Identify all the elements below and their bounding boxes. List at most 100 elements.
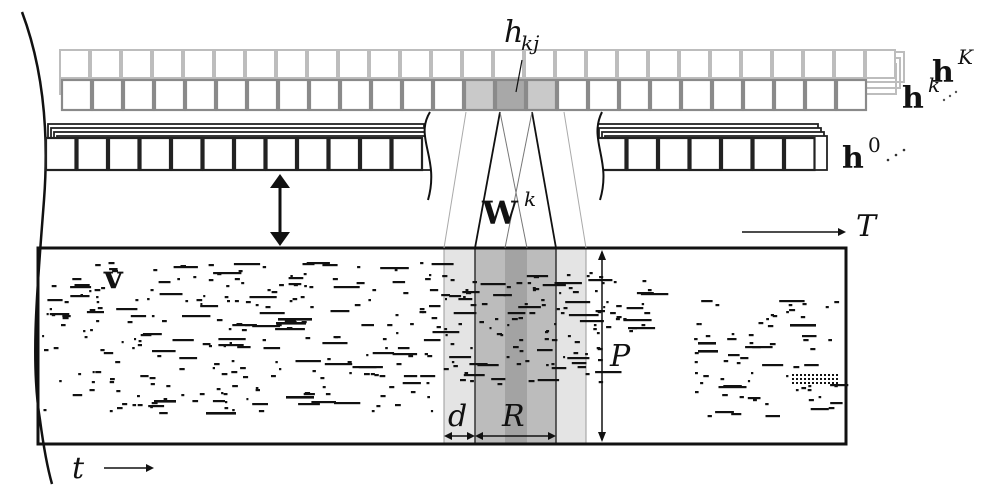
note-mark xyxy=(221,392,224,395)
note-mark xyxy=(489,327,492,330)
note-mark xyxy=(46,313,49,316)
label-hk: h k xyxy=(902,73,940,116)
piano-roll-notes xyxy=(42,262,849,418)
note-mark xyxy=(228,328,232,331)
note-mark xyxy=(765,403,769,406)
note-mark xyxy=(207,343,211,346)
note-mark xyxy=(546,364,549,367)
note-mark xyxy=(232,409,235,412)
note-mark xyxy=(715,411,734,414)
note-mark xyxy=(95,264,101,267)
note-mark xyxy=(179,368,185,371)
note-mark xyxy=(696,323,700,326)
note-mark xyxy=(599,276,604,279)
layer-h0-cell xyxy=(170,136,203,172)
note-mark xyxy=(443,368,449,371)
note-mark xyxy=(61,324,66,327)
width-measurements: d R xyxy=(444,399,556,440)
note-mark xyxy=(534,288,540,291)
note-mark xyxy=(246,398,249,401)
label-hK-main: h xyxy=(932,55,954,90)
note-mark xyxy=(158,281,171,284)
note-mark xyxy=(801,387,807,390)
note-mark xyxy=(252,325,280,328)
note-mark xyxy=(772,315,778,318)
note-mark xyxy=(148,405,165,408)
layer-hk-cell xyxy=(184,78,217,112)
note-mark xyxy=(140,375,149,378)
note-mark xyxy=(453,365,458,368)
layer-hK-cell xyxy=(90,49,121,79)
note-mark xyxy=(707,415,712,418)
note-mark xyxy=(429,289,439,292)
note-mark xyxy=(598,359,603,362)
note-mark xyxy=(74,284,90,287)
note-mark xyxy=(731,333,735,336)
note-mark xyxy=(163,398,168,401)
note-mark xyxy=(370,373,375,376)
note-mark-long xyxy=(276,322,306,325)
note-mark xyxy=(258,410,265,413)
note-mark xyxy=(623,319,652,322)
dot xyxy=(942,98,946,102)
note-mark xyxy=(157,355,162,358)
note-mark xyxy=(429,305,441,308)
note-mark xyxy=(541,304,546,307)
note-mark xyxy=(335,336,341,339)
t-arrow-head xyxy=(146,464,154,472)
note-mark xyxy=(472,281,477,284)
note-mark xyxy=(420,262,424,265)
note-mark xyxy=(208,279,214,282)
note-dot xyxy=(800,378,802,380)
layer-hK-cell xyxy=(307,49,338,79)
note-mark xyxy=(449,295,462,298)
time-arrow-t: t xyxy=(72,451,154,486)
layer-h0-cell xyxy=(265,136,298,172)
note-mark xyxy=(585,373,590,376)
note-mark xyxy=(444,328,448,331)
note-mark xyxy=(90,329,93,332)
note-mark xyxy=(243,376,249,379)
note-mark xyxy=(333,286,360,289)
label-Wk-main: W xyxy=(481,194,519,232)
note-mark xyxy=(334,402,361,405)
note-mark xyxy=(159,293,183,296)
note-mark xyxy=(366,354,369,357)
layer-hk-cell xyxy=(215,78,248,112)
note-mark xyxy=(284,320,296,323)
note-mark xyxy=(303,273,307,276)
note-mark xyxy=(563,307,568,310)
note-mark xyxy=(311,401,336,404)
note-mark xyxy=(110,378,115,381)
layer-hk-cell xyxy=(122,78,155,112)
note-mark xyxy=(565,301,591,304)
note-mark xyxy=(402,382,421,385)
arrow-head-up xyxy=(270,174,290,188)
layer-hK-cell xyxy=(152,49,183,79)
note-mark xyxy=(470,347,473,350)
note-mark xyxy=(615,318,620,321)
note-mark xyxy=(83,330,86,333)
note-mark xyxy=(49,308,52,311)
note-mark xyxy=(593,328,597,331)
note-mark xyxy=(554,323,557,326)
note-mark xyxy=(59,380,62,383)
label-Wk: W k xyxy=(481,187,536,232)
layer-hK-cell xyxy=(59,49,90,79)
note-mark xyxy=(224,407,229,410)
layer-h0-cell xyxy=(44,136,77,172)
label-h0-sup: 0 xyxy=(868,133,881,157)
note-mark xyxy=(223,393,228,396)
note-mark xyxy=(800,316,806,319)
note-dot xyxy=(812,374,814,376)
label-T: T xyxy=(856,209,878,244)
layer-hk-cell xyxy=(153,78,186,112)
piano-roll-frame xyxy=(36,246,848,446)
note-mark xyxy=(62,315,69,318)
note-mark xyxy=(544,338,549,341)
note-mark xyxy=(441,294,450,297)
note-mark xyxy=(518,306,541,309)
note-mark xyxy=(511,318,518,321)
note-mark xyxy=(694,352,699,355)
